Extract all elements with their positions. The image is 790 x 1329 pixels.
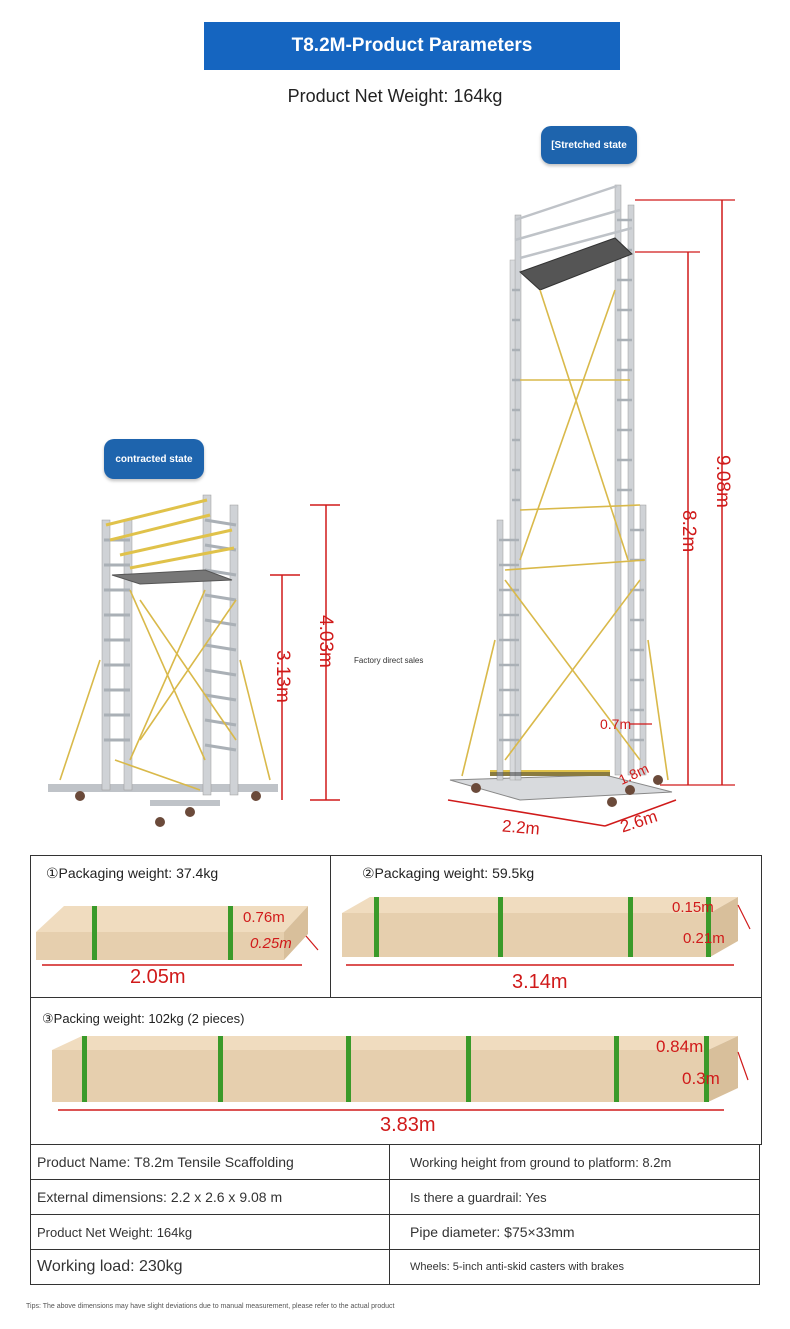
packaging-divider-vertical	[330, 855, 331, 997]
spec-guardrail: Is there a guardrail: Yes	[389, 1179, 760, 1215]
contracted-total-height: 4.03m	[315, 615, 336, 668]
stretched-state-label: [Stretched state	[551, 139, 627, 151]
stretched-total-height: 9.08m	[712, 455, 733, 508]
spec-working-height: Working height from ground to platform: …	[389, 1144, 760, 1180]
stretched-width: 2.2m	[501, 816, 541, 839]
package-3-length: 3.83m	[380, 1114, 436, 1136]
package-1-height: 0.25m	[250, 935, 292, 952]
package-2-height: 0.21m	[683, 930, 725, 947]
package-3-width: 0.84m	[656, 1037, 704, 1056]
spec-table: Product Name: T8.2m Tensile Scaffolding …	[30, 1144, 760, 1285]
package-1-box	[36, 906, 319, 966]
scaffold-illustration	[48, 184, 735, 827]
table-row: Product Net Weight: 164kg Pipe diameter:…	[30, 1214, 760, 1250]
table-row: External dimensions: 2.2 x 2.6 x 9.08 m …	[30, 1179, 760, 1215]
package-2-box	[342, 897, 751, 966]
package-2-length: 3.14m	[512, 971, 568, 993]
contracted-dimensions	[270, 504, 340, 801]
table-row: Working load: 230kg Wheels: 5-inch anti-…	[30, 1249, 760, 1285]
package-3-title: ③Packing weight: 102kg (2 pieces)	[42, 1011, 245, 1026]
package-2-title: ②Packaging weight: 59.5kg	[362, 865, 535, 881]
spec-pipe-diameter: Pipe diameter: $75×33mm	[389, 1214, 760, 1250]
stretched-state-bubble: [Stretched state	[541, 126, 637, 164]
package-1-title: ①Packaging weight: 37.4kg	[46, 865, 219, 881]
package-3-height: 0.3m	[682, 1069, 720, 1088]
contracted-platform-height: 3.13m	[272, 650, 293, 703]
spec-external-dimensions: External dimensions: 2.2 x 2.6 x 9.08 m	[30, 1179, 390, 1215]
contracted-state-bubble: contracted state	[104, 439, 204, 479]
package-1-width: 0.76m	[243, 909, 285, 926]
stretched-platform-height: 8.2m	[678, 510, 699, 553]
package-3-box	[52, 1036, 749, 1111]
table-row: Product Name: T8.2m Tensile Scaffolding …	[30, 1144, 760, 1180]
contracted-scaffold	[48, 494, 278, 827]
page-title: T8.2M-Product Parameters	[291, 35, 533, 56]
spec-net-weight: Product Net Weight: 164kg	[30, 1214, 390, 1250]
stretched-dim-0-7: 0.7m	[600, 716, 632, 732]
spec-wheels: Wheels: 5-inch anti-skid casters with br…	[389, 1249, 760, 1285]
spec-working-load: Working load: 230kg	[30, 1249, 390, 1285]
net-weight-heading: Product Net Weight: 164kg	[287, 86, 503, 106]
package-2-width: 0.15m	[672, 899, 714, 916]
tips-note: Tips: The above dimensions may have slig…	[26, 1303, 395, 1310]
stretched-scaffold	[449, 184, 673, 807]
stretched-dimensions	[447, 199, 735, 827]
factory-note: Factory direct sales	[354, 656, 424, 665]
spec-product-name: Product Name: T8.2m Tensile Scaffolding	[30, 1144, 390, 1180]
package-1-length: 2.05m	[130, 966, 186, 988]
contracted-state-label: contracted state	[115, 453, 193, 465]
packaging-divider-horizontal	[30, 997, 761, 998]
title-banner: T8.2M-Product Parameters	[204, 22, 620, 70]
